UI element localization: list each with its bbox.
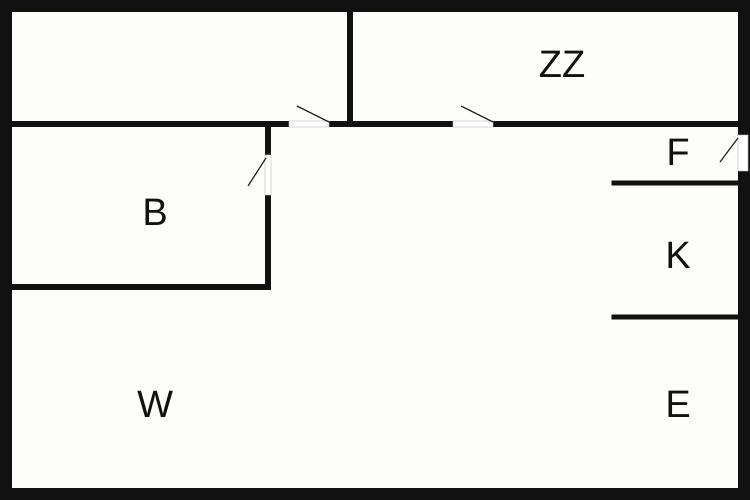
room-label-k: K	[665, 235, 690, 277]
door-room-f	[719, 134, 749, 172]
room-label-f: F	[666, 132, 689, 174]
door-room-b	[247, 154, 272, 196]
plan-floor	[6, 6, 744, 494]
room-label-b: B	[142, 192, 167, 234]
room-label-w: W	[137, 384, 173, 426]
door-upper-right	[452, 105, 494, 128]
room-label-zz: ZZ	[539, 44, 585, 86]
room-label-e: E	[665, 384, 690, 426]
door-upper-left	[288, 105, 330, 128]
